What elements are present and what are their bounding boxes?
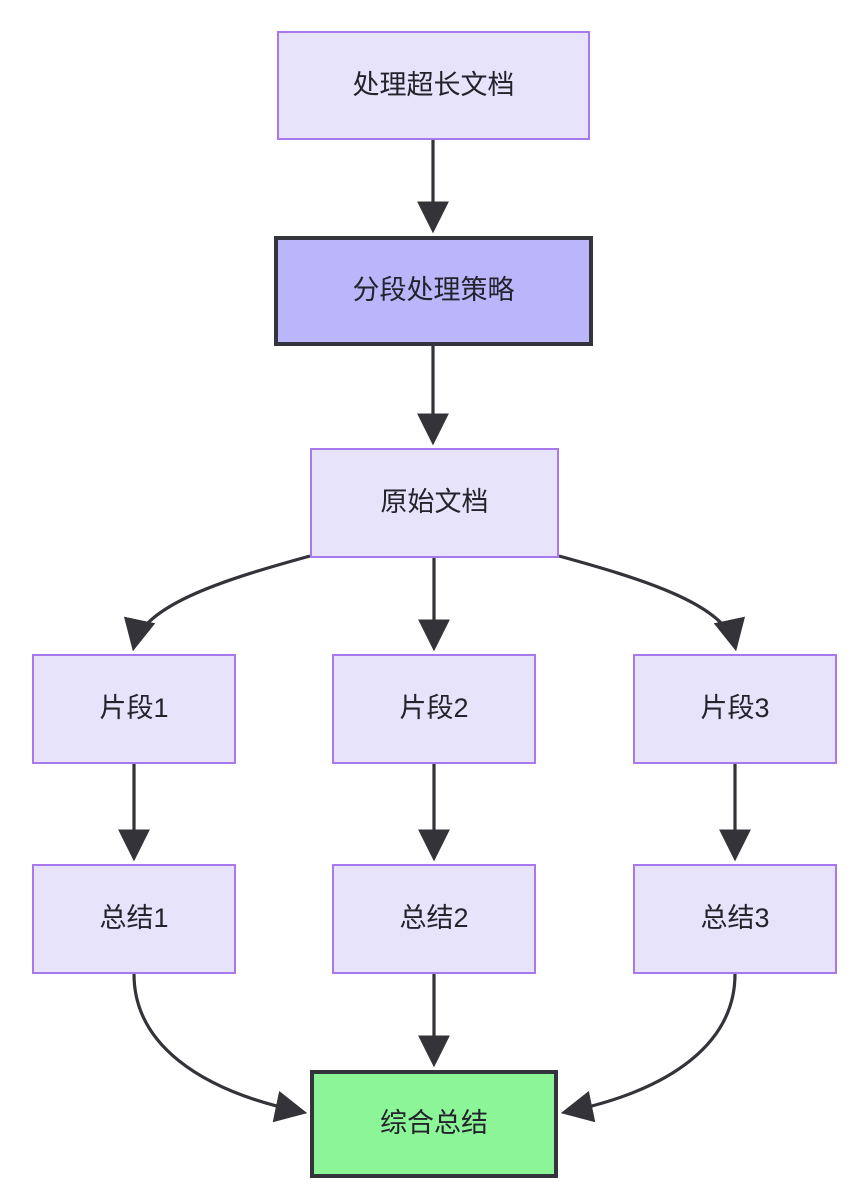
node-summary-3[interactable]: 总结3	[633, 864, 837, 974]
node-chunking-strategy[interactable]: 分段处理策略	[274, 236, 593, 346]
node-summary-1[interactable]: 总结1	[32, 864, 236, 974]
node-process-long-document[interactable]: 处理超长文档	[277, 31, 590, 140]
node-label: 分段处理策略	[352, 275, 515, 306]
node-summary-2[interactable]: 总结2	[332, 864, 536, 974]
node-label: 总结2	[399, 903, 469, 934]
node-label: 综合总结	[380, 1108, 488, 1139]
node-label: 片段1	[99, 693, 169, 724]
node-chunk-2[interactable]: 片段2	[332, 654, 536, 764]
node-label: 原始文档	[380, 487, 489, 518]
node-label: 处理超长文档	[352, 69, 515, 100]
node-final-summary[interactable]: 综合总结	[310, 1070, 558, 1178]
node-label: 片段3	[700, 693, 770, 724]
edge-source-to-chunk1	[123, 554, 311, 652]
edge-summary3-to-result	[560, 973, 737, 1123]
node-label: 片段2	[399, 693, 469, 724]
node-chunk-1[interactable]: 片段1	[32, 654, 236, 764]
edge-summary1-to-result	[132, 973, 308, 1123]
node-label: 总结3	[700, 903, 770, 934]
node-source-document[interactable]: 原始文档	[310, 448, 559, 558]
edge-source-to-chunk3	[558, 554, 746, 652]
node-label: 总结1	[99, 903, 169, 934]
node-chunk-3[interactable]: 片段3	[633, 654, 837, 764]
